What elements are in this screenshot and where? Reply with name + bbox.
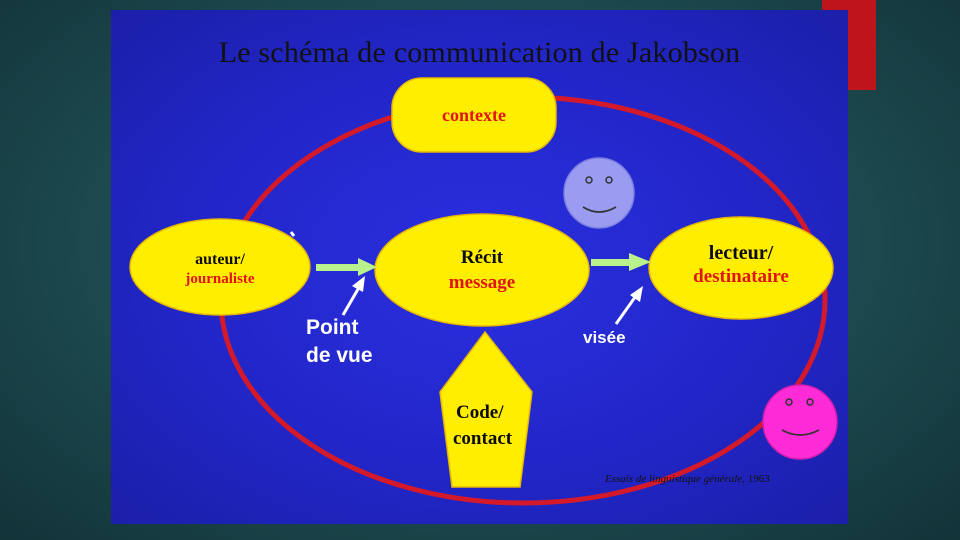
lecteur-ellipse bbox=[648, 216, 834, 320]
contexte-box bbox=[391, 77, 557, 153]
citation-year: , 1963 bbox=[742, 473, 770, 485]
diagram-title: Le schéma de communication de Jakobson bbox=[218, 36, 741, 69]
citation: Essais de linguistique générale, 1963 bbox=[605, 473, 770, 485]
loop-tick bbox=[289, 231, 296, 237]
code-label: Code/ bbox=[456, 402, 504, 423]
de-vue-label: de vue bbox=[306, 344, 373, 367]
citation-work: Essais de linguistique générale bbox=[605, 473, 743, 485]
smiley-reader-icon bbox=[563, 157, 635, 229]
lecteur-label: lecteur/ bbox=[708, 242, 774, 264]
smiley-author-icon bbox=[762, 384, 838, 460]
auteur-label: auteur/ bbox=[195, 251, 245, 268]
code-pentagon bbox=[439, 330, 533, 488]
destinataire-label: destinataire bbox=[693, 266, 789, 287]
point-label: Point bbox=[306, 316, 359, 339]
arrow-auteur-to-recit bbox=[316, 258, 377, 276]
diagram-svg bbox=[129, 77, 838, 506]
visee-label: visée bbox=[583, 328, 626, 347]
message-label: message bbox=[448, 272, 516, 293]
contact-label: contact bbox=[453, 428, 513, 449]
recit-label: Récit bbox=[460, 247, 504, 268]
auteur-ellipse bbox=[129, 218, 311, 316]
journaliste-label: journaliste bbox=[185, 271, 255, 287]
arrow-visee bbox=[614, 286, 643, 325]
arrow-recit-to-lecteur bbox=[591, 253, 651, 271]
arrow-point-de-vue bbox=[341, 276, 365, 316]
contexte-label: contexte bbox=[442, 105, 506, 125]
recit-ellipse bbox=[374, 213, 590, 327]
slide-canvas: Le schéma de communication de Jakobson bbox=[111, 10, 848, 524]
